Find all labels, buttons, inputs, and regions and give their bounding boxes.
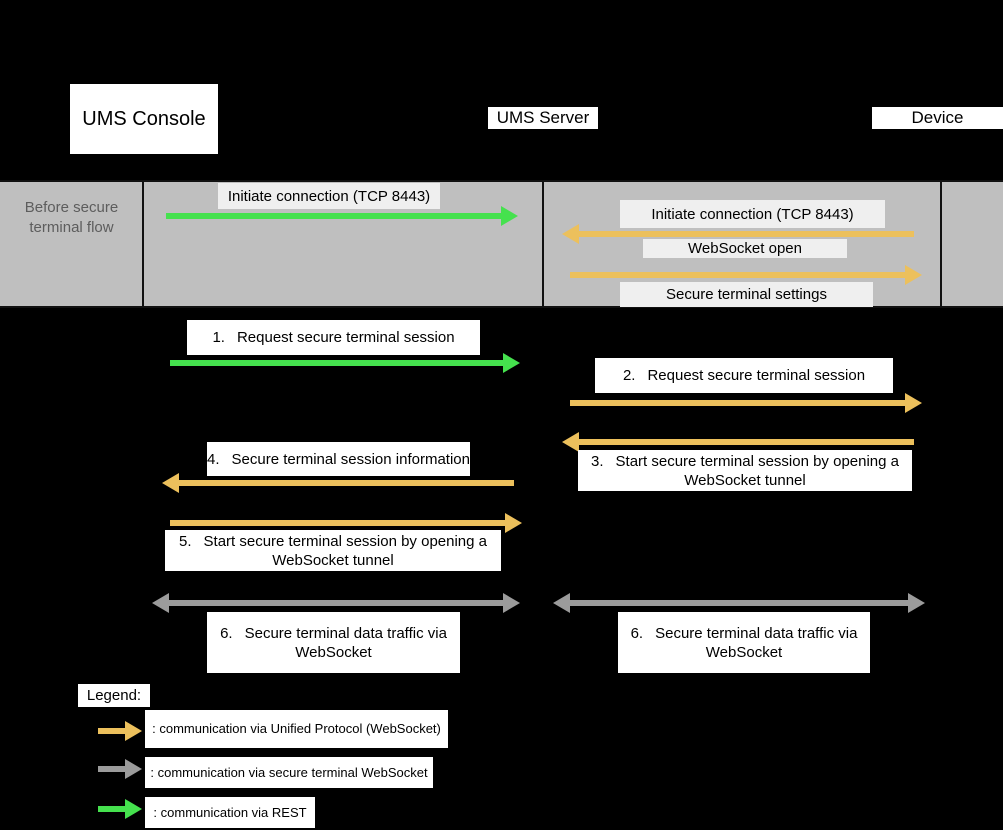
step1-label: 1.Request secure terminal session [187,320,480,355]
step6-left-secure-ws-arrow [152,592,520,614]
legend-unified-protocol-label: : communication via Unified Protocol (We… [145,710,448,748]
step6-left-label: 6.Secure terminal data traffic via WebSo… [207,612,460,673]
step3-label: 3.Start secure terminal session by openi… [578,450,912,491]
step6-right-secure-ws-arrow [553,592,925,614]
step2-label: 2.Request secure terminal session [595,358,893,393]
step1-rest-arrow [162,352,520,374]
actor-ums-server: UMS Server [488,107,598,129]
step4-unified-arrow [162,472,522,494]
unified-arrow-device-to-server [562,223,922,245]
band-msg-secure-terminal-settings: Secure terminal settings [620,282,873,307]
band-msg-websocket-open: WebSocket open [643,239,847,258]
legend-title: Legend: [78,684,150,707]
legend-rest-arrow-icon [98,798,142,820]
arrowhead-left-icon [553,593,570,613]
legend-secure-terminal-websocket-label: : communication via secure terminal WebS… [145,757,433,788]
actor-ums-server-label: UMS Server [496,108,590,127]
actor-ums-console: UMS Console [70,84,218,154]
arrowhead-right-icon [503,593,520,613]
arrowhead-right-icon [125,721,142,741]
before-flow-label: Before secure terminal flow [24,199,119,236]
arrowhead-left-icon [152,593,169,613]
arrowhead-right-icon [505,513,522,533]
legend-secure-terminal-websocket-arrow-icon [98,758,142,780]
actor-device-label: Device [911,108,964,127]
step3-unified-arrow [562,431,922,453]
step2-unified-arrow [562,392,922,414]
arrowhead-right-icon [905,393,922,413]
arrowhead-left-icon [562,224,579,244]
lifeline-device [940,180,942,308]
arrowhead-right-icon [501,206,518,226]
band-msg-initiate-connection-console: Initiate connection (TCP 8443) [218,183,440,209]
arrowhead-right-icon [125,759,142,779]
step6-right-label: 6.Secure terminal data traffic via WebSo… [618,612,870,673]
legend-unified-protocol-arrow-icon [98,720,142,742]
arrowhead-left-icon [162,473,179,493]
band-msg-initiate-connection-device: Initiate connection (TCP 8443) [620,200,885,228]
actor-ums-console-label: UMS Console [82,107,206,130]
actor-device: Device [872,107,1003,129]
arrowhead-right-icon [503,353,520,373]
lifeline-ums-console [142,180,144,308]
legend-rest-label: : communication via REST [145,797,315,828]
lifeline-ums-server [542,180,544,308]
step4-label: 4.Secure terminal session information [207,442,470,476]
step5-label: 5.Start secure terminal session by openi… [165,530,501,571]
unified-arrow-server-to-device [562,264,922,286]
step5-unified-arrow [162,512,522,534]
arrowhead-right-icon [125,799,142,819]
rest-arrow-console-to-server [158,205,518,227]
arrowhead-right-icon [908,593,925,613]
arrowhead-right-icon [905,265,922,285]
arrowhead-left-icon [562,432,579,452]
